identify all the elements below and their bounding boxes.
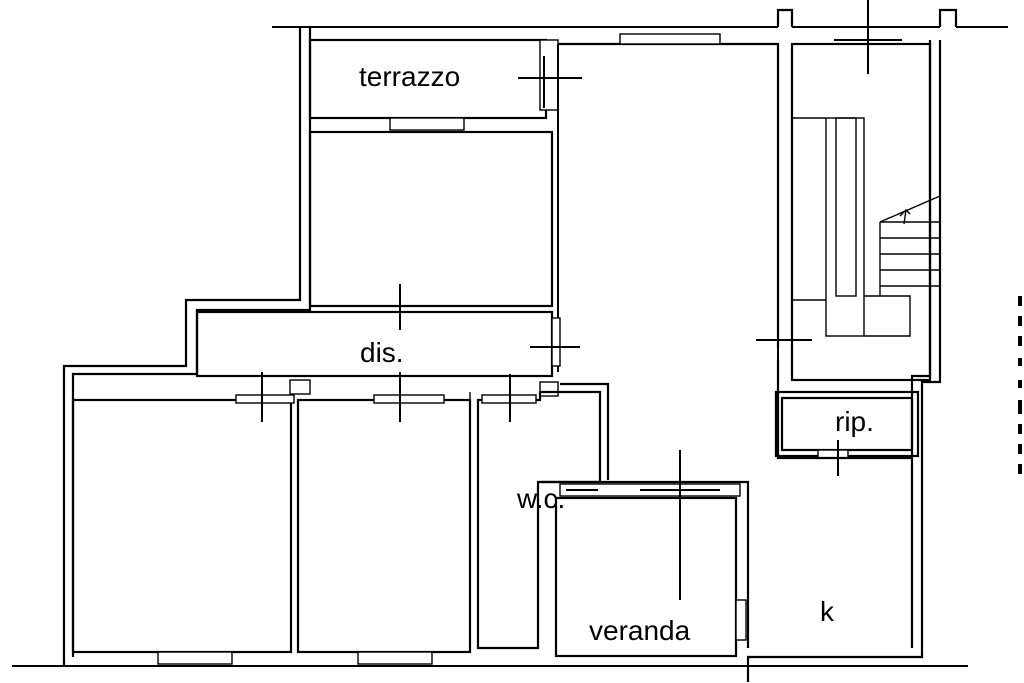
bedroom-left xyxy=(71,372,295,665)
side-marks xyxy=(1018,296,1022,474)
kitchen-room xyxy=(776,360,912,460)
stairwell xyxy=(790,0,941,382)
veranda-label: veranda xyxy=(589,615,691,646)
veranda-room xyxy=(540,450,750,658)
wc-label: w.c. xyxy=(516,483,565,514)
rip-room xyxy=(774,390,920,476)
ground-lines xyxy=(12,8,1008,667)
upper-room xyxy=(308,130,554,330)
central-hall xyxy=(557,33,812,372)
rip-label: rip. xyxy=(835,406,874,437)
dis-label: dis. xyxy=(360,337,404,368)
terrazzo-label: terrazzo xyxy=(359,61,460,92)
exterior-walls xyxy=(62,27,942,682)
dis-corridor xyxy=(195,310,580,397)
terrazzo-room xyxy=(308,38,582,131)
bedroom-middle xyxy=(296,372,472,665)
k-label: k xyxy=(820,596,835,627)
